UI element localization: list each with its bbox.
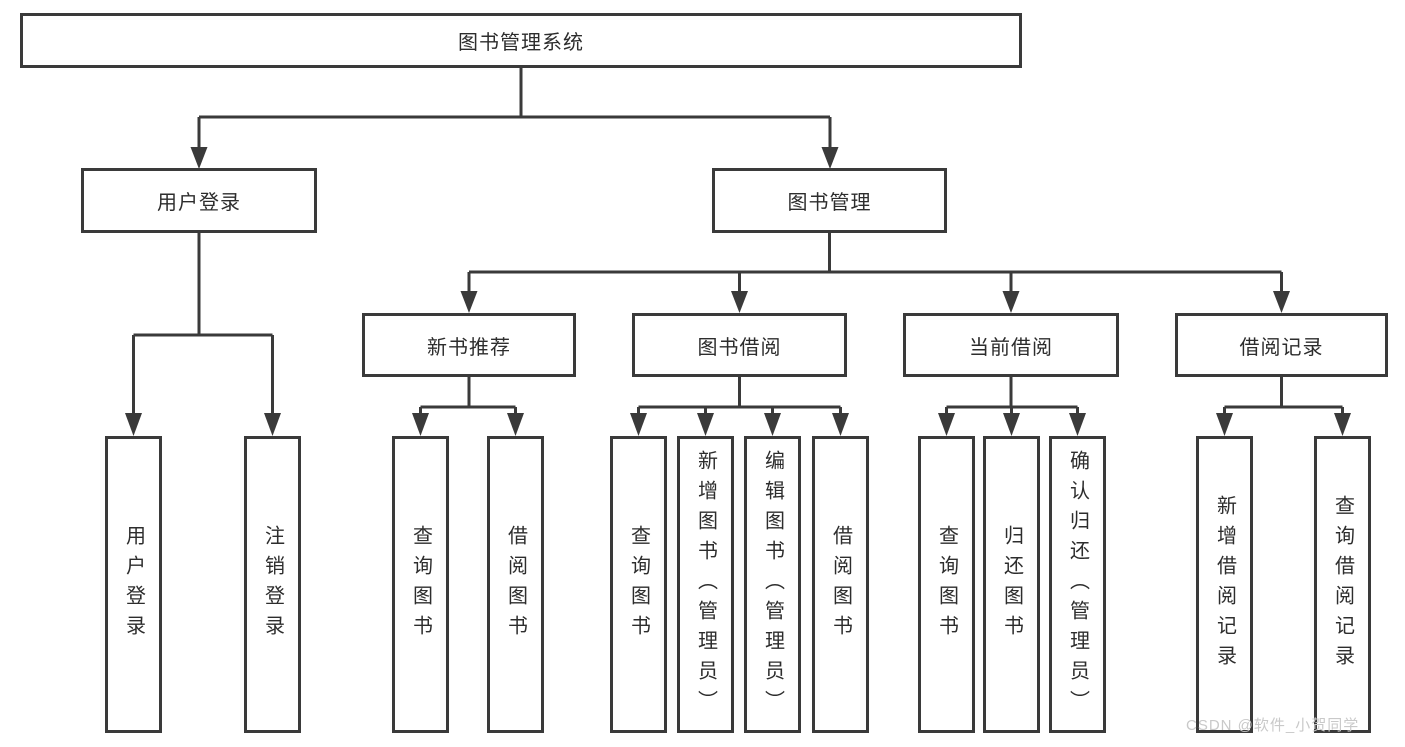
leaf-return-books: 归还图书 xyxy=(983,436,1040,733)
leaf-label: 归还图书 xyxy=(1000,524,1023,645)
node-label: 图书管理系统 xyxy=(458,32,584,54)
leaf-label: 借阅图书 xyxy=(504,524,527,645)
node-borrowing-records: 借阅记录 xyxy=(1175,313,1388,377)
node-label: 借阅记录 xyxy=(1239,336,1324,359)
leaf-edit-books-admin: 编辑图书（管理员） xyxy=(744,436,801,733)
node-current-borrowing: 当前借阅 xyxy=(903,313,1119,377)
leaf-query-borrow-record: 查询借阅记录 xyxy=(1314,436,1371,733)
leaf-label: 编辑图书（管理员） xyxy=(761,449,784,720)
leaf-query-books-current: 查询图书 xyxy=(918,436,975,733)
leaf-borrow-books: 借阅图书 xyxy=(812,436,869,733)
leaf-label: 新增借阅记录 xyxy=(1213,494,1236,675)
leaf-label: 查询图书 xyxy=(409,524,432,645)
leaf-label: 确认归还（管理员） xyxy=(1066,449,1089,720)
leaf-label: 注销登录 xyxy=(261,524,284,645)
csdn-watermark: CSDN @软件_小贺同学 xyxy=(1186,717,1360,734)
node-label: 新书推荐 xyxy=(427,336,511,359)
node-user-login: 用户登录 xyxy=(81,168,317,233)
leaf-label: 查询图书 xyxy=(627,524,650,645)
leaf-label: 用户登录 xyxy=(122,524,145,645)
leaf-query-books-recommend: 查询图书 xyxy=(392,436,449,733)
leaf-label: 借阅图书 xyxy=(829,524,852,645)
node-new-book-recommendation: 新书推荐 xyxy=(362,313,576,377)
leaf-borrow-books-recommend: 借阅图书 xyxy=(487,436,544,733)
leaf-add-books-admin: 新增图书（管理员） xyxy=(677,436,734,733)
node-label: 图书借阅 xyxy=(697,336,782,359)
leaf-label: 查询图书 xyxy=(935,524,958,645)
leaf-confirm-return-admin: 确认归还（管理员） xyxy=(1049,436,1106,733)
node-label: 当前借阅 xyxy=(969,336,1053,359)
node-book-borrowing: 图书借阅 xyxy=(632,313,847,377)
leaf-logout: 注销登录 xyxy=(244,436,301,733)
node-library-management-system: 图书管理系统 xyxy=(20,13,1022,68)
leaf-user-login: 用户登录 xyxy=(105,436,162,733)
leaf-add-borrow-record: 新增借阅记录 xyxy=(1196,436,1253,733)
node-book-management: 图书管理 xyxy=(712,168,947,233)
node-label: 用户登录 xyxy=(157,192,241,214)
leaf-query-books-borrow: 查询图书 xyxy=(610,436,667,733)
leaf-label: 新增图书（管理员） xyxy=(694,449,717,720)
node-label: 图书管理 xyxy=(787,192,872,214)
leaf-label: 查询借阅记录 xyxy=(1331,494,1354,675)
